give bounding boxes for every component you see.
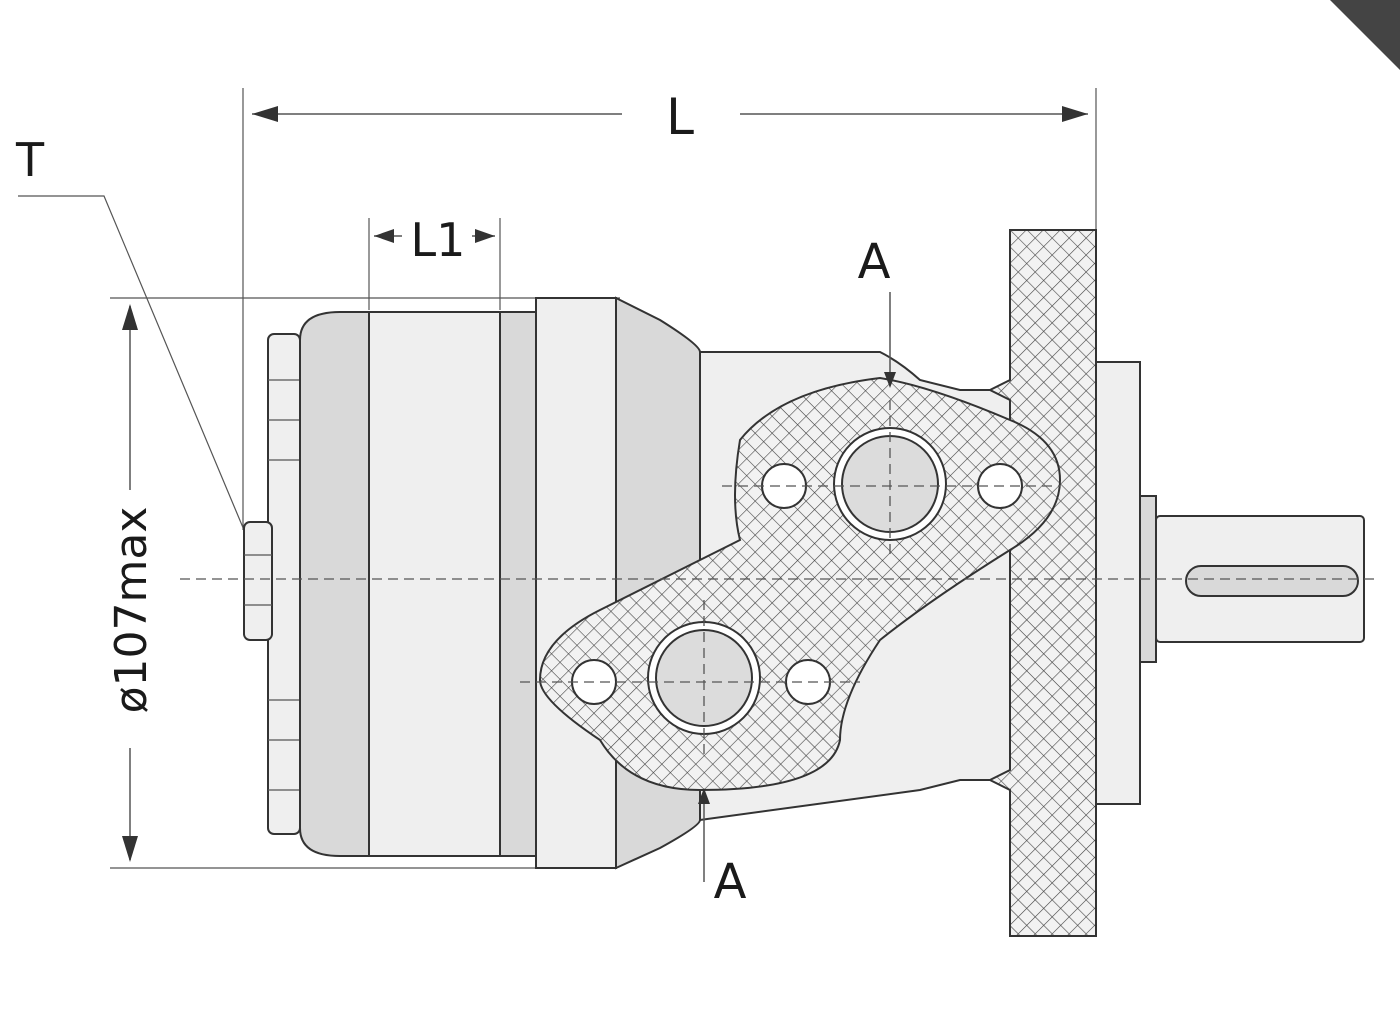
page-corner-fold [1330, 0, 1400, 70]
dimension-l1: L1 [368, 213, 501, 310]
rear-housing [299, 311, 537, 857]
output-shaft [1095, 361, 1365, 805]
label-l: L [666, 88, 694, 146]
label-l1: L1 [411, 213, 466, 267]
rear-cap-bolts [243, 333, 301, 835]
dimension-l: L [242, 88, 1097, 530]
label-t: T [15, 133, 45, 187]
label-a-bottom: A [714, 854, 747, 910]
port-a-callout-top: A [858, 234, 896, 388]
port-a-lower [571, 621, 831, 735]
port-t-callout: T [15, 133, 245, 531]
center-lines [180, 400, 1380, 760]
port-a-callout-bottom: A [698, 788, 747, 910]
label-diameter: ø107max [106, 507, 157, 714]
label-a-top: A [858, 234, 891, 290]
